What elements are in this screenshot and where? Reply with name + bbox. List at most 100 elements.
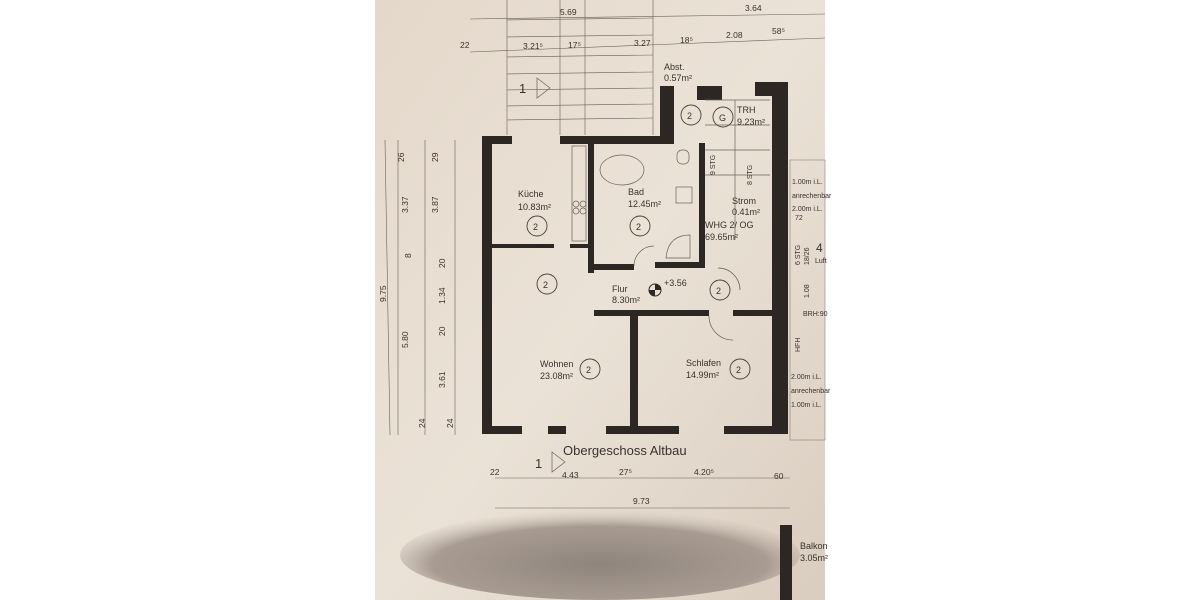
apartment-total: WHG 2/ OG 69.65m² — [705, 220, 754, 242]
floor-marker: 2 — [586, 365, 591, 375]
svg-text:9 STG: 9 STG — [710, 155, 717, 175]
room-name: Abst. — [664, 62, 685, 72]
svg-text:1.34: 1.34 — [437, 287, 447, 304]
room-name: Strom — [732, 196, 756, 206]
floor-marker: 2 — [716, 286, 721, 296]
svg-text:5.69: 5.69 — [560, 7, 577, 17]
room-area: 23.08m² — [540, 371, 573, 381]
room-name: Schlafen — [686, 358, 721, 368]
section-marker-bottom: 1 — [535, 451, 566, 473]
svg-text:9.75: 9.75 — [378, 285, 388, 302]
shower-icon — [665, 234, 691, 259]
floor-marker: 2 — [687, 111, 692, 121]
bathtub-icon — [599, 154, 645, 186]
svg-text:1: 1 — [535, 456, 542, 471]
room-flur: Flur 8.30m² 2 2 +3.56 — [536, 273, 731, 305]
door-swing-icon — [708, 315, 734, 341]
section-marker-top: 1 — [519, 77, 551, 99]
room-area: 0.57m² — [664, 73, 692, 83]
svg-text:2.00m i.L.: 2.00m i.L. — [792, 206, 823, 213]
svg-text:3.87: 3.87 — [430, 196, 440, 213]
room-abstellraum: Abst. 0.57m² — [664, 62, 692, 83]
svg-text:3.64: 3.64 — [745, 3, 762, 13]
svg-text:4.43: 4.43 — [562, 470, 579, 480]
plan-title: Obergeschoss Altbau — [563, 443, 687, 458]
room-kueche: Küche 10.83m² 2 — [518, 189, 551, 237]
svg-text:24: 24 — [445, 418, 455, 428]
room-area: 10.83m² — [518, 202, 551, 212]
svg-text:2.00m i.L.: 2.00m i.L. — [791, 374, 822, 381]
room-balkon: Balkon 3.05m² — [780, 525, 828, 600]
svg-text:3.21⁵: 3.21⁵ — [523, 41, 543, 51]
room-area: 8.30m² — [612, 295, 640, 305]
walls — [482, 82, 788, 434]
level-value: +3.56 — [664, 278, 687, 288]
floor-marker: 2 — [736, 365, 741, 375]
svg-text:8 STG: 8 STG — [747, 165, 754, 185]
room-wohnen: Wohnen 23.08m² 2 — [540, 358, 601, 381]
svg-text:3.61: 3.61 — [437, 371, 447, 388]
room-name: Wohnen — [540, 359, 573, 369]
svg-text:26: 26 — [396, 152, 406, 162]
floor-marker: 2 — [543, 280, 548, 290]
door-swing-icon — [633, 245, 655, 267]
floor-marker: 2 — [636, 222, 641, 232]
svg-text:6 STG: 6 STG — [795, 245, 802, 265]
sink-icon — [675, 186, 693, 204]
svg-text:22: 22 — [490, 467, 500, 477]
svg-text:1.00m i.L.: 1.00m i.L. — [792, 179, 823, 186]
svg-text:HFH: HFH — [795, 338, 802, 352]
room-area: 0.41m² — [732, 207, 760, 217]
svg-text:8: 8 — [403, 253, 413, 258]
toilet-icon — [676, 149, 690, 165]
dimensions-top: 5.69 3.64 22 3.21⁵ 17⁵ 3.27 18⁵ 2.08 58⁵ — [460, 3, 785, 51]
svg-text:4: 4 — [816, 241, 823, 255]
svg-text:60: 60 — [774, 471, 784, 481]
svg-text:4.20⁵: 4.20⁵ — [694, 467, 714, 477]
svg-text:3.27: 3.27 — [634, 38, 651, 48]
svg-text:29: 29 — [430, 152, 440, 162]
room-name: Flur — [612, 284, 628, 294]
svg-text:1: 1 — [519, 81, 526, 96]
room-name: Balkon — [800, 541, 828, 551]
svg-text:1.08: 1.08 — [804, 284, 811, 298]
marker-g: G — [719, 113, 726, 123]
room-area: 9.23m² — [737, 117, 765, 127]
svg-text:3.37: 3.37 — [400, 196, 410, 213]
room-name: TRH — [737, 105, 756, 115]
svg-text:Luft: Luft — [815, 258, 827, 265]
kitchen-counter-icon — [571, 145, 587, 242]
section-arrow-icon — [551, 451, 566, 473]
dimensions-left: 9.75 26 3.37 8 5.80 24 29 3.87 20 1.34 2… — [378, 152, 455, 428]
room-area: 3.05m² — [800, 553, 828, 563]
svg-text:24: 24 — [417, 418, 427, 428]
svg-text:9.73: 9.73 — [633, 496, 650, 506]
stair-labels: 9 STG 8 STG 6 STG 18/26 — [710, 155, 811, 265]
room-area: 12.45m² — [628, 199, 661, 209]
room-strom: Strom 0.41m² — [732, 196, 760, 217]
right-notes: 1.00m i.L. anrechenbar 2.00m i.L. 72 4 L… — [789, 159, 832, 441]
svg-text:anrechenbar: anrechenbar — [792, 193, 832, 200]
svg-text:18/26: 18/26 — [804, 247, 811, 265]
svg-text:17⁵: 17⁵ — [568, 40, 581, 50]
dimensions-bottom: 22 4.43 27⁵ 4.20⁵ 60 9.73 — [490, 467, 784, 506]
svg-text:27⁵: 27⁵ — [619, 467, 632, 477]
svg-text:anrechenbar: anrechenbar — [791, 388, 831, 395]
svg-text:BRH:90: BRH:90 — [803, 311, 828, 318]
door-swing-icon — [717, 267, 741, 291]
svg-text:18⁵: 18⁵ — [680, 35, 693, 45]
shadow — [400, 510, 800, 600]
svg-text:22: 22 — [460, 40, 470, 50]
room-area: 14.99m² — [686, 370, 719, 380]
apartment-area: 69.65m² — [705, 232, 738, 242]
apartment-name: WHG 2/ OG — [705, 220, 754, 230]
svg-text:20: 20 — [437, 258, 447, 268]
room-name: Bad — [628, 187, 644, 197]
room-bad: Bad 12.45m² 2 — [628, 187, 661, 237]
room-name: Küche — [518, 189, 544, 199]
svg-text:1.00m i.L.: 1.00m i.L. — [791, 402, 822, 409]
svg-text:20: 20 — [437, 326, 447, 336]
section-arrow-icon — [536, 77, 551, 99]
